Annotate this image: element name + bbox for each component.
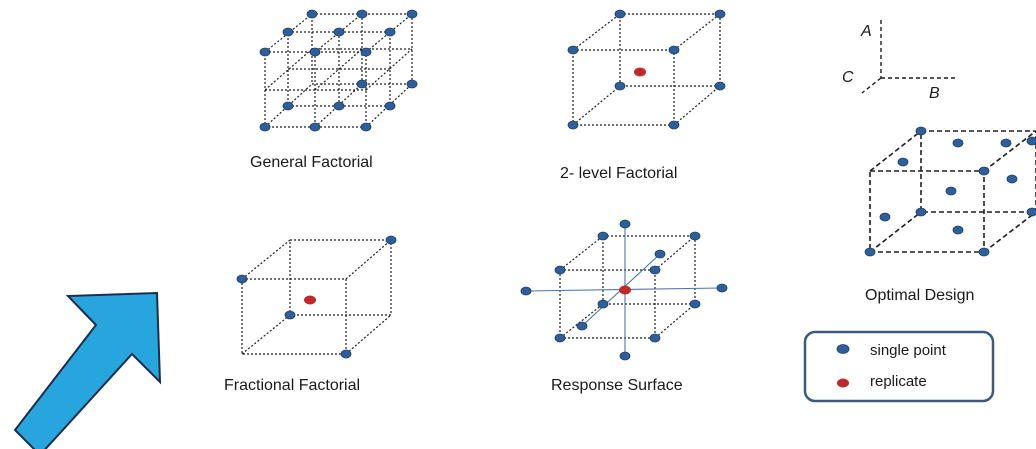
legend-single-point-label: single point	[870, 342, 947, 359]
single-point-marker	[567, 120, 579, 130]
single-point-marker	[945, 186, 957, 196]
two-level-factorial-caption: 2- level Factorial	[560, 165, 677, 182]
axis-orientation-indicator: A B C	[842, 20, 958, 102]
response-surface-caption: Response Surface	[551, 377, 683, 394]
single-point-marker	[406, 79, 418, 89]
single-point-marker	[384, 101, 396, 111]
single-point-marker	[1000, 138, 1012, 148]
fractional-factorial-caption: Fractional Factorial	[224, 377, 360, 394]
single-point-marker	[1026, 136, 1036, 146]
single-point-marker	[649, 333, 661, 343]
single-point-marker	[614, 9, 626, 19]
single-point-marker	[333, 101, 345, 111]
single-point-marker	[668, 120, 680, 130]
single-point-marker	[714, 9, 726, 19]
fractional-factorial-cube: Fractional Factorial	[224, 235, 397, 394]
arrow-up-right-icon	[13, 291, 162, 449]
single-point-marker	[619, 219, 631, 229]
replicate-marker	[304, 295, 316, 305]
legend: single point replicate	[803, 330, 995, 403]
replicate-marker	[619, 285, 631, 295]
optimal-design-caption: Optimal Design	[865, 287, 974, 304]
response-surface-cube: Response Surface	[520, 219, 728, 394]
single-point-marker	[356, 9, 368, 19]
single-point-marker	[654, 249, 666, 259]
single-point-marker	[360, 122, 372, 132]
single-point-marker	[282, 101, 294, 111]
single-point-marker	[864, 247, 876, 257]
single-point-marker	[952, 225, 964, 235]
axis-label-c: C	[842, 69, 854, 86]
single-point-marker	[259, 122, 271, 132]
single-point-marker	[597, 231, 609, 241]
single-point-marker	[259, 47, 271, 57]
general-factorial-caption: General Factorial	[250, 154, 373, 171]
single-point-marker	[384, 27, 396, 37]
single-point-marker	[978, 166, 990, 176]
single-point-marker	[649, 265, 661, 275]
single-point-marker	[689, 231, 701, 241]
single-point-marker	[309, 47, 321, 57]
single-point-marker	[897, 157, 909, 167]
single-point-marker	[306, 9, 318, 19]
legend-replicate-label: replicate	[870, 373, 927, 390]
legend-single-point-marker	[836, 344, 850, 354]
single-point-marker	[619, 351, 631, 361]
single-point-marker	[554, 265, 566, 275]
single-point-marker	[576, 321, 588, 331]
single-point-marker	[284, 310, 296, 320]
single-point-marker	[915, 207, 927, 217]
optimal-design-cube: Optimal Design	[864, 126, 1036, 304]
single-point-marker	[978, 247, 990, 257]
single-point-marker	[340, 349, 352, 359]
single-point-marker	[356, 79, 368, 89]
replicate-marker	[634, 67, 646, 77]
single-point-marker	[236, 274, 248, 284]
single-point-marker	[1026, 207, 1036, 217]
single-point-marker	[554, 333, 566, 343]
general-factorial-points	[259, 9, 418, 132]
single-point-marker	[282, 27, 294, 37]
single-point-marker	[714, 81, 726, 91]
single-point-marker	[668, 45, 680, 55]
axis-label-b: B	[929, 85, 940, 102]
single-point-marker	[333, 27, 345, 37]
single-point-marker	[309, 122, 321, 132]
single-point-marker	[406, 9, 418, 19]
single-point-marker	[952, 138, 964, 148]
single-point-marker	[360, 47, 372, 57]
single-point-marker	[716, 283, 728, 293]
single-point-marker	[520, 286, 532, 296]
single-point-marker	[567, 45, 579, 55]
two-level-factorial-cube: 2- level Factorial	[560, 9, 726, 182]
single-point-marker	[915, 126, 927, 136]
legend-replicate-marker	[837, 378, 849, 388]
single-point-marker	[689, 299, 701, 309]
general-factorial-cube: General Factorial	[250, 9, 418, 171]
single-point-marker	[879, 212, 891, 222]
single-point-marker	[597, 299, 609, 309]
single-point-marker	[614, 81, 626, 91]
axis-label-a: A	[860, 23, 872, 40]
single-point-marker	[1006, 174, 1018, 184]
single-point-marker	[385, 235, 397, 245]
